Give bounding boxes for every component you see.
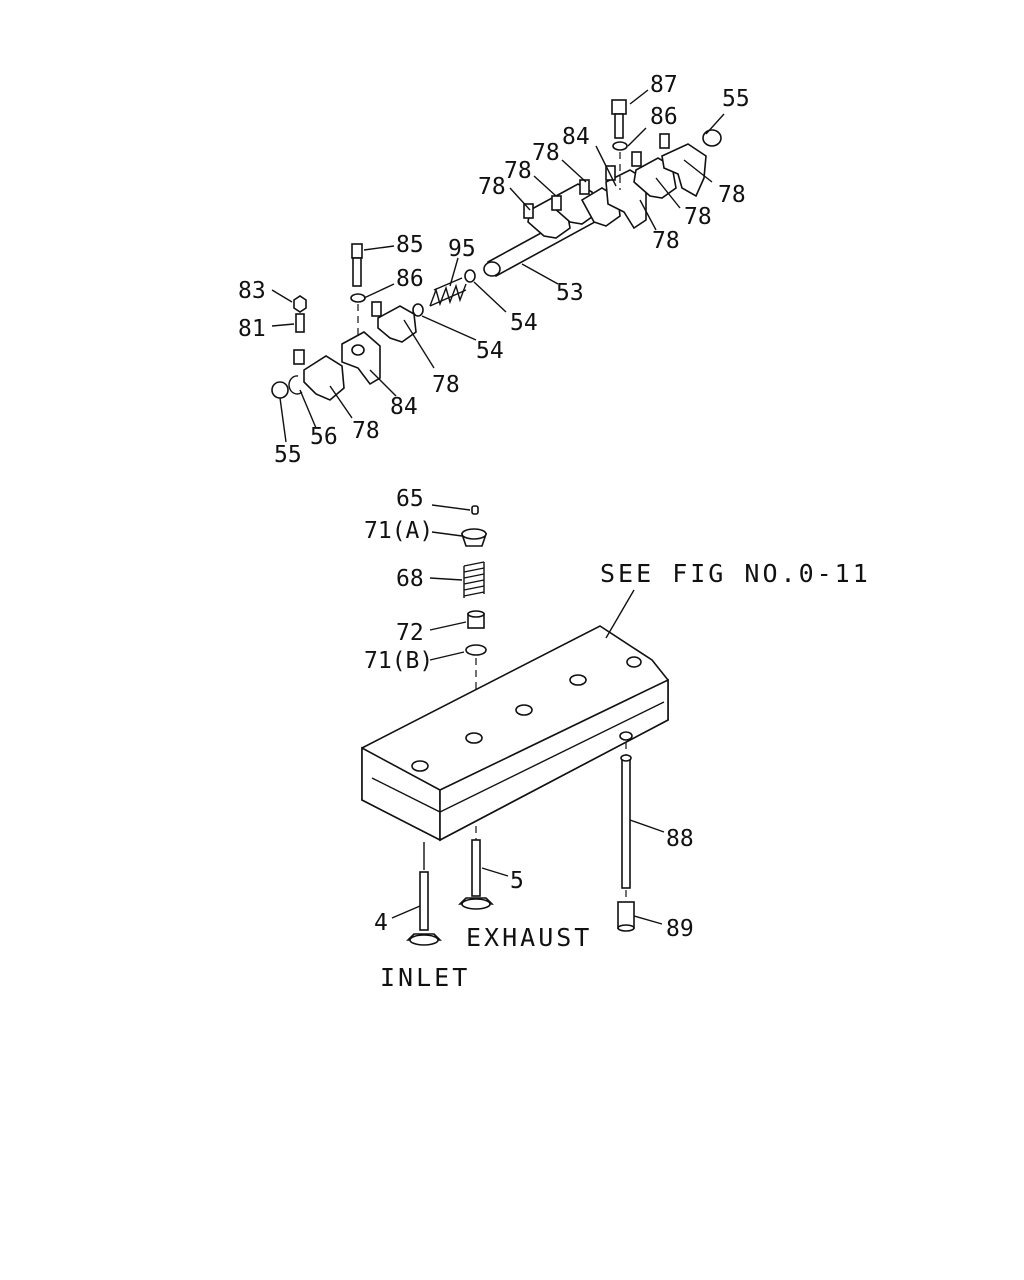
callout-84: 84 <box>562 124 590 150</box>
callout-86: 86 <box>396 266 424 292</box>
callout-88: 88 <box>666 826 694 852</box>
callout-78: 78 <box>352 418 380 444</box>
diagram-notes: SEE FIG NO.0-11 EXHAUST INLET <box>380 559 871 992</box>
callout-72: 72 <box>396 620 424 646</box>
leader-lines <box>271 89 725 925</box>
callout-78: 78 <box>652 228 680 254</box>
callout-78: 78 <box>532 140 560 166</box>
callout-95: 95 <box>448 236 476 262</box>
callout-labels: 87 86 55 84 78 78 78 78 78 78 53 54 54 8… <box>238 72 750 942</box>
cylinder-head <box>361 625 669 842</box>
see-fig-note: SEE FIG NO.0-11 <box>600 559 871 588</box>
inlet-label: INLET <box>380 963 470 992</box>
callout-55: 55 <box>274 442 302 468</box>
callout-89: 89 <box>666 916 694 942</box>
callout-78: 78 <box>684 204 712 230</box>
callout-87: 87 <box>650 72 678 98</box>
callout-4: 4 <box>374 910 388 936</box>
callout-78: 78 <box>504 158 532 184</box>
callout-54: 54 <box>476 338 504 364</box>
callout-56: 56 <box>310 424 338 450</box>
exhaust-label: EXHAUST <box>466 923 592 952</box>
callout-81: 81 <box>238 316 266 342</box>
valves-and-pushrod <box>406 742 635 946</box>
callout-86: 86 <box>650 104 678 130</box>
callout-65: 65 <box>396 486 424 512</box>
callout-71a: 71(A) <box>364 518 433 544</box>
callout-84: 84 <box>390 394 418 420</box>
callout-54: 54 <box>510 310 538 336</box>
callout-53: 53 <box>556 280 584 306</box>
callout-78: 78 <box>478 174 506 200</box>
callout-78: 78 <box>432 372 460 398</box>
callout-78: 78 <box>718 182 746 208</box>
callout-55: 55 <box>722 86 750 112</box>
callout-68: 68 <box>396 566 424 592</box>
callout-83: 83 <box>238 278 266 304</box>
callout-85: 85 <box>396 232 424 258</box>
callout-5: 5 <box>510 868 524 894</box>
callout-71b: 71(B) <box>364 648 433 674</box>
